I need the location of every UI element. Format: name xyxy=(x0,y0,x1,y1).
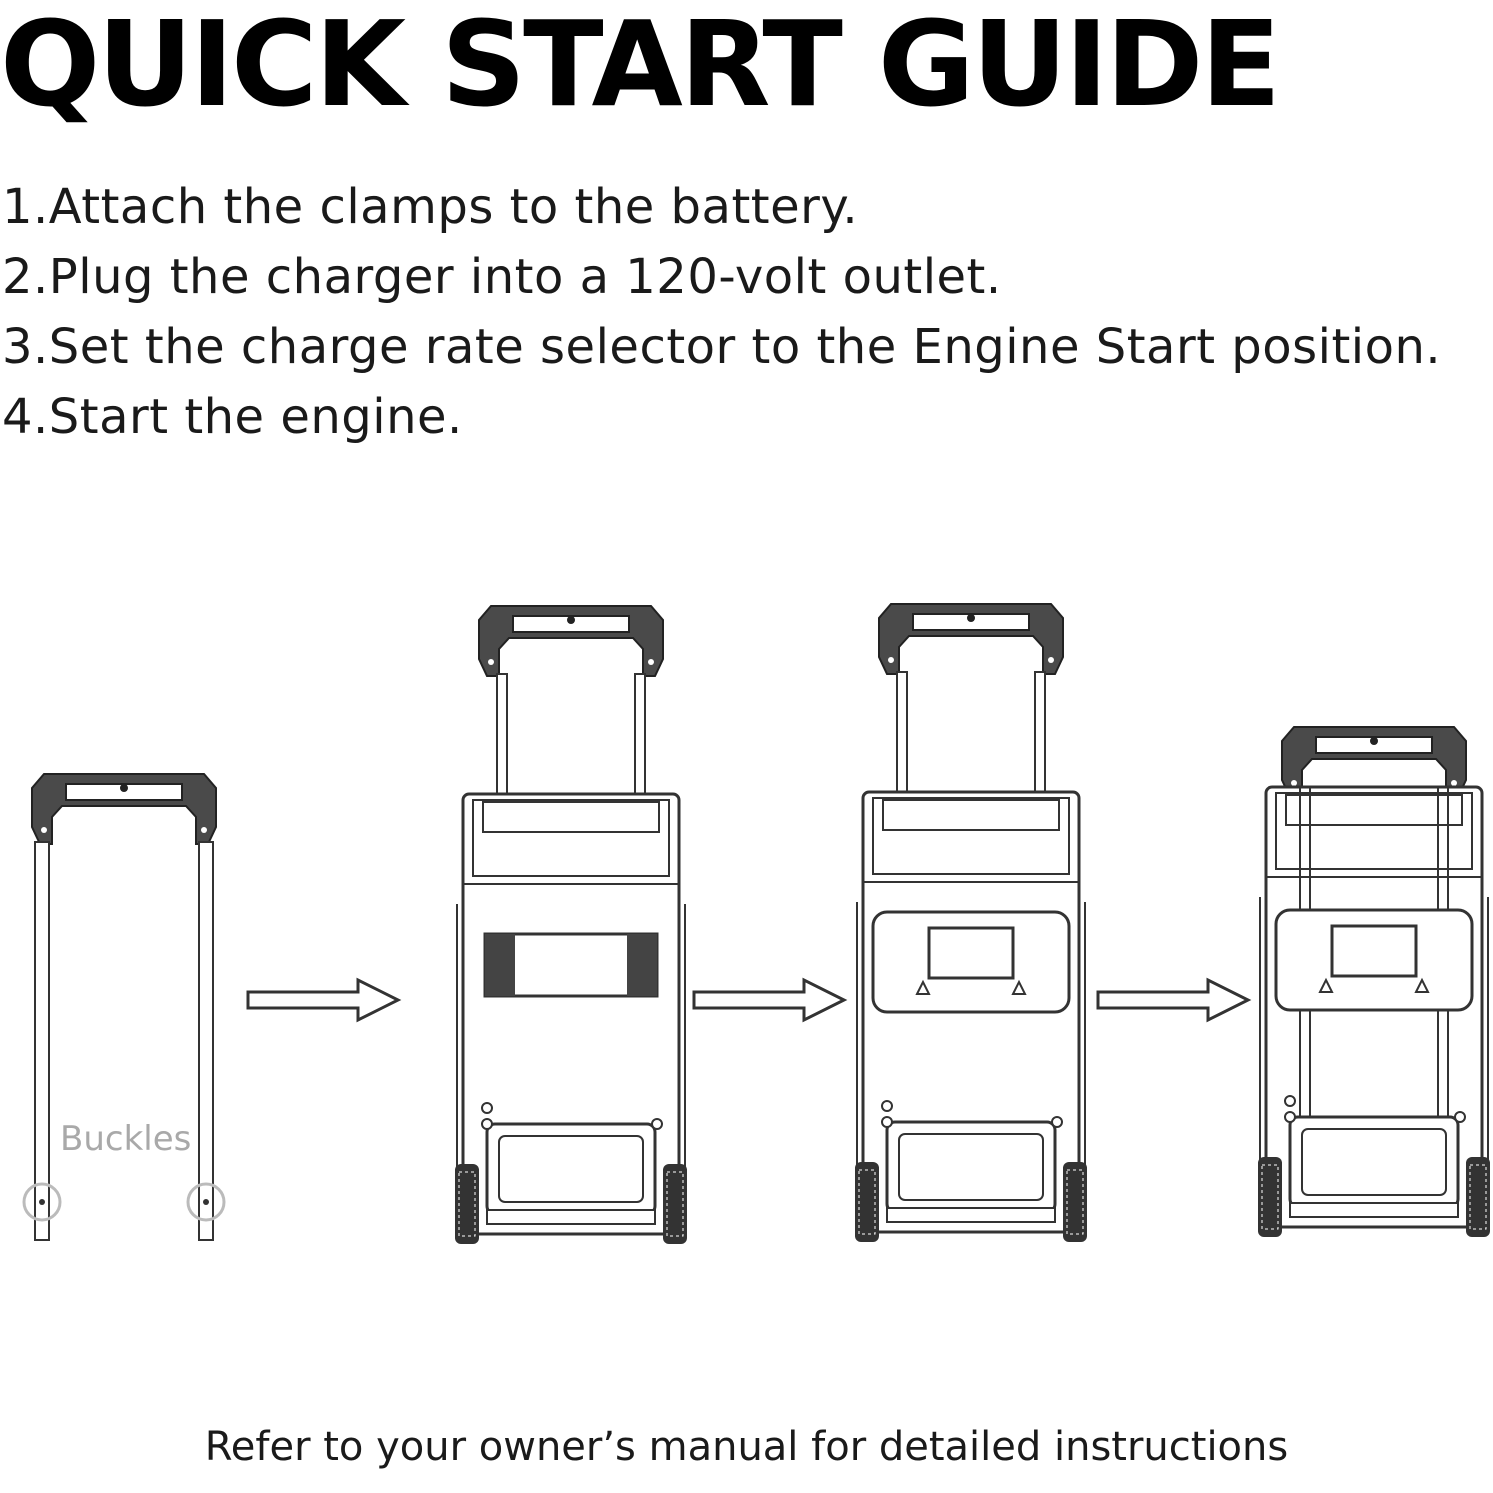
footer-note: Refer to your owner’s manual for detaile… xyxy=(204,1424,1289,1470)
step-2: 2.Plug the charger into a 120-volt outle… xyxy=(2,249,1002,305)
step-4: 4.Start the engine. xyxy=(2,389,463,445)
step-3: 3.Set the charge rate selector to the En… xyxy=(2,319,1442,375)
page-title: QUICK START GUIDE xyxy=(0,0,1281,133)
figure-charger-handle-raised xyxy=(453,605,689,1246)
arrow-right-icon xyxy=(246,978,400,1022)
step-1: 1.Attach the clamps to the battery. xyxy=(2,179,859,235)
assembly-illustration: Buckles xyxy=(22,603,1492,1246)
arrow-right-icon xyxy=(1096,978,1250,1022)
steps-list: 1.Attach the clamps to the battery. 2.Pl… xyxy=(2,172,1441,452)
arrow-right-icon xyxy=(692,978,846,1022)
figure-handle-only: Buckles xyxy=(22,773,226,1241)
figure-charger-handle-lowered-with-bag xyxy=(1256,726,1492,1239)
buckles-label: Buckles xyxy=(60,1119,191,1159)
figure-charger-handle-raised-with-bag xyxy=(853,603,1089,1244)
